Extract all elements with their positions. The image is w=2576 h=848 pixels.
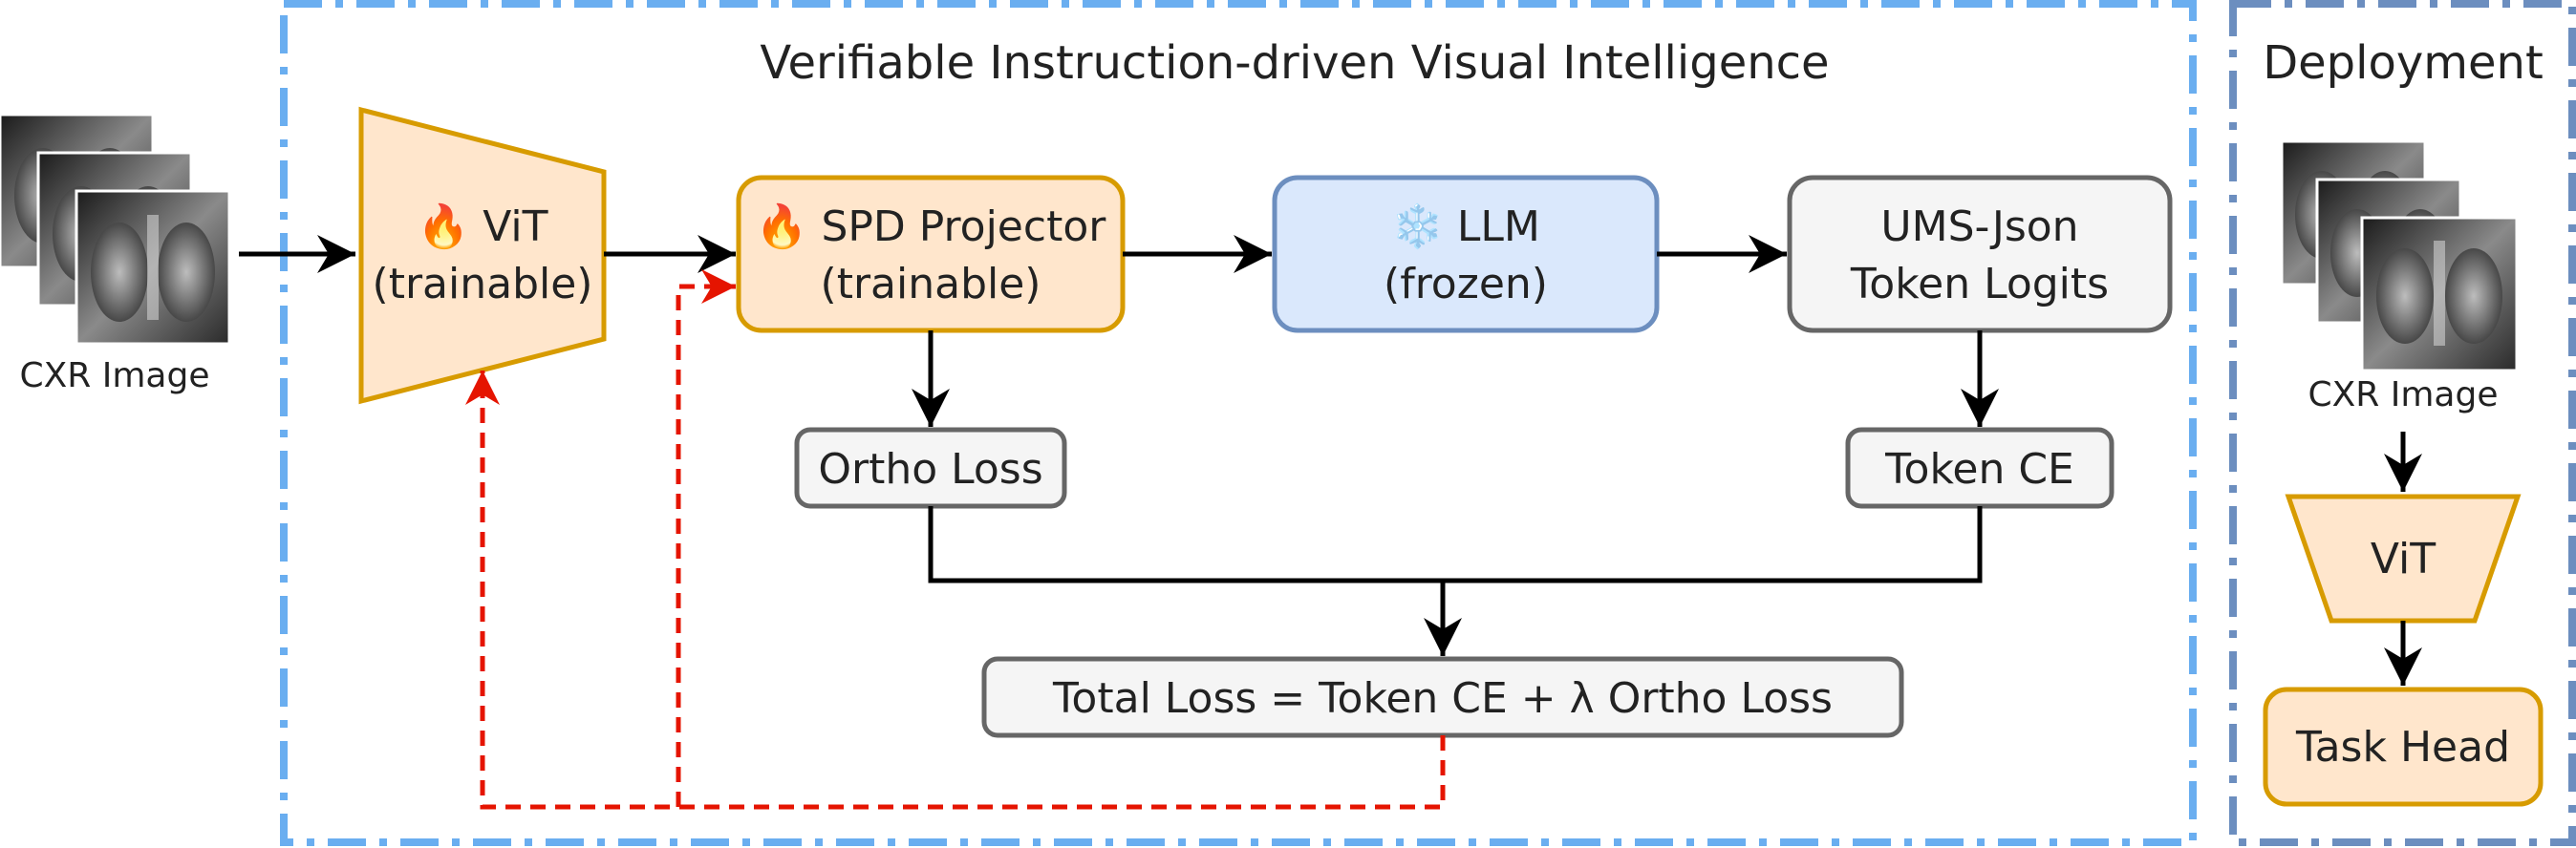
- spd-label-line2: (trainable): [821, 260, 1041, 308]
- cxr-image: [75, 189, 231, 346]
- deployment-image-label: CXR Image: [2308, 375, 2498, 414]
- vit-label-line2: (trainable): [373, 260, 593, 308]
- token-ce-label: Token CE: [1884, 445, 2074, 494]
- main-panel-border: [280, 0, 2197, 846]
- main-panel-title: Verifiable Instruction-driven Visual Int…: [760, 36, 1829, 90]
- gradient-path-to-vit: [465, 371, 1446, 810]
- gradient-path-to-spd: [676, 269, 736, 807]
- cxr-image: [2360, 216, 2519, 372]
- llm-label-line1: ❄️ LLM: [1391, 202, 1540, 251]
- vit-node: [358, 106, 607, 405]
- deployment-panel-title: Deployment: [2263, 36, 2544, 90]
- total-loss-label: Total Loss = Token CE + λ Ortho Loss: [1052, 674, 1833, 723]
- deployment-vit-node: [2285, 494, 2522, 624]
- task-head-label: Task Head: [2295, 723, 2510, 772]
- ortho-loss-label: Ortho Loss: [818, 445, 1042, 494]
- input-cxr-image-stack: [0, 113, 231, 346]
- vit-label-line1: 🔥 ViT: [417, 202, 547, 251]
- ums-label-line1: UMS-Json: [1880, 202, 2078, 251]
- llm-label-line2: (frozen): [1384, 260, 1548, 308]
- input-image-label: CXR Image: [19, 356, 209, 395]
- deployment-panel-border: [2229, 0, 2576, 846]
- ums-label-line2: Token Logits: [1850, 260, 2109, 308]
- connector-losses-merge: [928, 506, 1983, 583]
- task-head-node: [2263, 687, 2544, 807]
- deployment-cxr-image-stack: [2280, 139, 2519, 372]
- spd-label-line1: 🔥 SPD Projector: [756, 202, 1107, 251]
- deployment-vit-label: ViT: [2371, 535, 2436, 583]
